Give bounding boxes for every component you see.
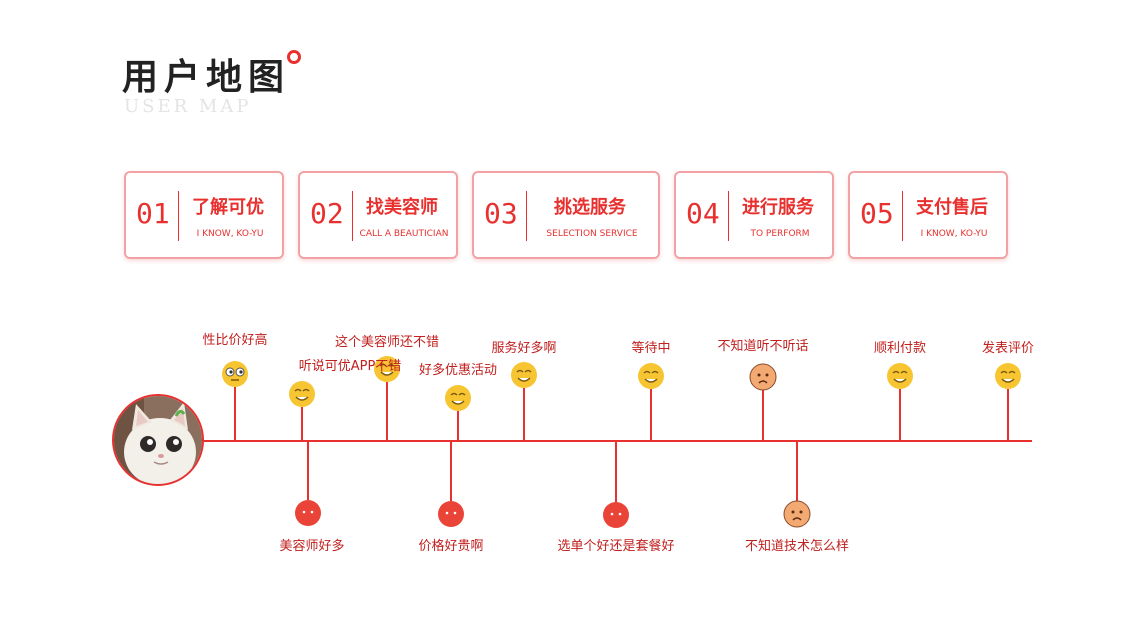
unhappy-face-icon [603, 502, 629, 528]
page-title: 用户地图 [122, 57, 291, 98]
point-label: 不知道听不听话 [717, 339, 809, 354]
point-label: 发表评价 [981, 341, 1035, 356]
point-label: 性比价好高 [202, 333, 268, 348]
worried-face-icon [749, 363, 777, 391]
step-subtitle: I KNOW, KO-YU [920, 229, 988, 239]
happy-face-icon [638, 363, 664, 389]
step-title: 找美容师 [366, 197, 438, 218]
step-divider [902, 191, 903, 241]
confused-face-icon [222, 361, 248, 387]
step-number: 04 [686, 197, 720, 230]
step-number: 01 [136, 197, 170, 230]
step-title: 了解可优 [192, 197, 264, 218]
avatar [112, 394, 204, 486]
worried-face-icon [783, 500, 811, 528]
step-divider [526, 191, 527, 241]
happy-face-icon [374, 356, 400, 382]
happy-face-icon [995, 363, 1021, 389]
point-label: 不知道技术怎么样 [744, 539, 850, 554]
cat-avatar-icon [114, 396, 202, 484]
step-divider [178, 191, 179, 241]
step-number: 02 [310, 197, 344, 230]
unhappy-face-icon [295, 500, 321, 526]
point-label: 价格好贵啊 [418, 539, 484, 554]
point-label: 选单个好还是套餐好 [557, 539, 675, 554]
step-card-1: 01 了解可优 I KNOW, KO-YU [124, 171, 284, 259]
step-number: 03 [484, 197, 518, 230]
step-subtitle: SELECTION SERVICE [546, 229, 638, 239]
step-card-4: 04 进行服务 TO PERFORM [674, 171, 834, 259]
happy-face-icon [887, 363, 913, 389]
point-label: 这个美容师还不错 [334, 335, 440, 350]
happy-face-icon [511, 362, 537, 388]
step-title: 支付售后 [916, 197, 988, 218]
happy-face-icon [289, 381, 315, 407]
step-card-2: 02 找美容师 CALL A BEAUTICIAN [298, 171, 458, 259]
step-divider [352, 191, 353, 241]
step-subtitle: CALL A BEAUTICIAN [359, 229, 449, 239]
step-title: 挑选服务 [554, 197, 626, 218]
step-title: 进行服务 [742, 197, 814, 218]
title-dot-icon [287, 50, 301, 64]
step-subtitle: I KNOW, KO-YU [196, 229, 264, 239]
point-label: 听说可优APP不错 [298, 359, 402, 374]
step-card-5: 05 支付售后 I KNOW, KO-YU [848, 171, 1008, 259]
step-subtitle: TO PERFORM [750, 229, 810, 239]
step-card-3: 03 挑选服务 SELECTION SERVICE [472, 171, 660, 259]
step-number: 05 [860, 197, 894, 230]
point-label: 等待中 [631, 341, 671, 356]
point-label: 美容师好多 [279, 539, 345, 554]
page-subtitle: USER MAP [124, 96, 252, 117]
point-label: 好多优惠活动 [418, 363, 498, 378]
unhappy-face-icon [438, 501, 464, 527]
happy-face-icon [445, 385, 471, 411]
step-divider [728, 191, 729, 241]
point-label: 服务好多啊 [491, 341, 557, 356]
point-label: 顺利付款 [873, 341, 927, 356]
